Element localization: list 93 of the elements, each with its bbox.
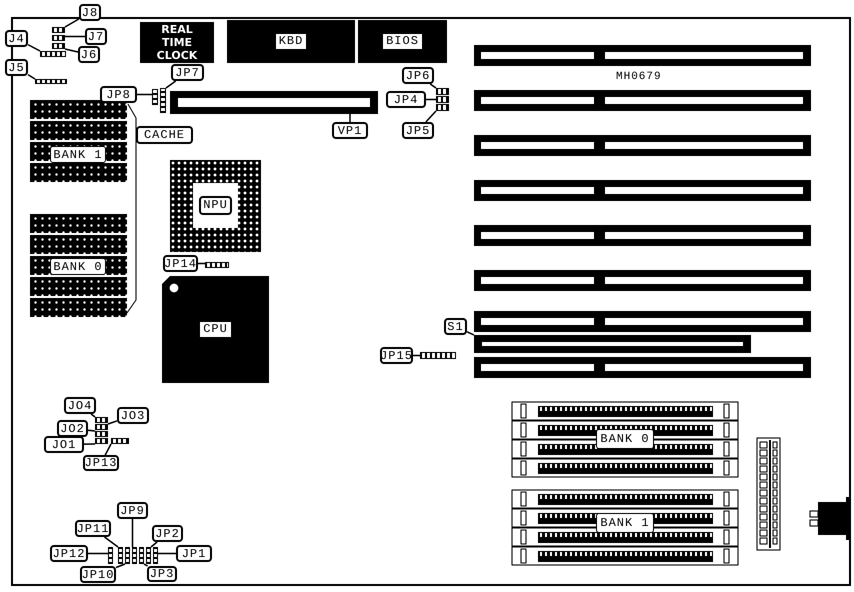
callout-label: CACHE bbox=[136, 126, 193, 144]
leader-line bbox=[104, 536, 118, 548]
leader-line bbox=[150, 541, 158, 548]
callout-label: J8 bbox=[79, 4, 101, 21]
chip-label: KBD bbox=[274, 33, 308, 50]
leader-line bbox=[132, 519, 134, 547]
callout-label: JP10 bbox=[80, 566, 116, 583]
jumper bbox=[52, 27, 65, 33]
callout-label: JO2 bbox=[57, 420, 88, 437]
keyboard-controller-chip bbox=[227, 20, 355, 63]
jumper bbox=[40, 51, 66, 57]
jumper bbox=[125, 547, 130, 564]
callout-label: JP6 bbox=[402, 67, 434, 84]
leader-line bbox=[28, 44, 40, 52]
leader-line bbox=[466, 331, 474, 336]
leader-line bbox=[88, 429, 96, 432]
leader-line bbox=[64, 18, 80, 28]
jumper bbox=[436, 96, 449, 103]
jumper bbox=[95, 417, 108, 423]
jumper bbox=[152, 89, 158, 105]
callout-label: J7 bbox=[85, 28, 107, 45]
callout-label: JP7 bbox=[171, 64, 204, 81]
leader-line bbox=[137, 94, 152, 96]
chip-label: BIOS bbox=[382, 33, 423, 50]
bank-label: BANK 0 bbox=[50, 258, 106, 275]
callout-label: S1 bbox=[444, 318, 467, 335]
jumper bbox=[52, 43, 65, 49]
callout-label: JP14 bbox=[163, 255, 198, 272]
board-number: MH0679 bbox=[616, 71, 663, 85]
jumper bbox=[52, 35, 65, 41]
jumper bbox=[111, 438, 129, 444]
expansion-slot bbox=[474, 335, 751, 353]
chip-label: NPU bbox=[199, 196, 232, 215]
callout-label: JP9 bbox=[117, 502, 148, 519]
leader-line bbox=[104, 444, 112, 456]
jumper bbox=[146, 547, 151, 564]
jumper bbox=[160, 88, 166, 113]
callout-label: JP11 bbox=[75, 520, 111, 537]
jumper bbox=[153, 547, 158, 564]
leader-line bbox=[413, 354, 420, 356]
bios-chip bbox=[358, 20, 447, 63]
leader-line bbox=[64, 48, 78, 53]
clock-chip: REAL TIME CLOCK bbox=[140, 22, 214, 63]
leader-line bbox=[166, 80, 176, 89]
callout-label: JP1 bbox=[176, 545, 212, 562]
leader-line bbox=[426, 98, 436, 100]
jumper bbox=[95, 438, 108, 444]
leader-line bbox=[88, 552, 108, 554]
callout-label: JP5 bbox=[402, 122, 434, 139]
bank-label: BANK 1 bbox=[50, 146, 106, 163]
leader-line bbox=[108, 420, 118, 425]
leader-line bbox=[198, 262, 205, 264]
jumper bbox=[118, 547, 123, 564]
callout-label: JO3 bbox=[117, 407, 149, 424]
jumper bbox=[205, 262, 229, 268]
expansion-slot bbox=[170, 91, 378, 114]
cpu-chip bbox=[162, 276, 269, 383]
jumper bbox=[108, 547, 113, 564]
callout-label: JP13 bbox=[83, 455, 119, 471]
leader-line bbox=[425, 110, 437, 122]
jumper bbox=[420, 352, 456, 359]
callout-label: JO4 bbox=[64, 397, 96, 414]
jumper bbox=[436, 88, 449, 95]
callout-label: JP3 bbox=[147, 566, 177, 582]
chip-label: CPU bbox=[199, 321, 232, 338]
leader-line bbox=[84, 443, 96, 445]
leader-line bbox=[144, 563, 148, 567]
jumper bbox=[35, 79, 67, 84]
callout-label: JO1 bbox=[44, 436, 84, 453]
jumper bbox=[95, 424, 108, 430]
leader-line bbox=[430, 83, 436, 89]
jumper bbox=[436, 104, 449, 111]
callout-label: JP4 bbox=[386, 91, 426, 108]
bank-label: BANK 0 bbox=[596, 429, 654, 449]
callout-label: JP2 bbox=[152, 525, 183, 542]
jumper bbox=[139, 547, 144, 564]
callout-label: J5 bbox=[5, 59, 28, 76]
jumper bbox=[132, 547, 137, 564]
leader-line bbox=[116, 563, 126, 568]
callout-label: J4 bbox=[5, 30, 28, 47]
callout-label: JP12 bbox=[50, 545, 88, 562]
callout-label: VP1 bbox=[332, 122, 368, 139]
leader-line bbox=[90, 413, 96, 418]
callout-label: J6 bbox=[78, 46, 100, 63]
bank-label: BANK 1 bbox=[596, 513, 654, 533]
callout-label: JP8 bbox=[100, 86, 137, 103]
leader-line bbox=[349, 114, 351, 122]
leader-line bbox=[65, 36, 85, 38]
callout-label: JP15 bbox=[380, 347, 413, 364]
jumper bbox=[95, 431, 108, 437]
coprocessor-chip bbox=[170, 160, 261, 252]
leader-line bbox=[28, 74, 36, 80]
leader-line bbox=[158, 552, 176, 554]
